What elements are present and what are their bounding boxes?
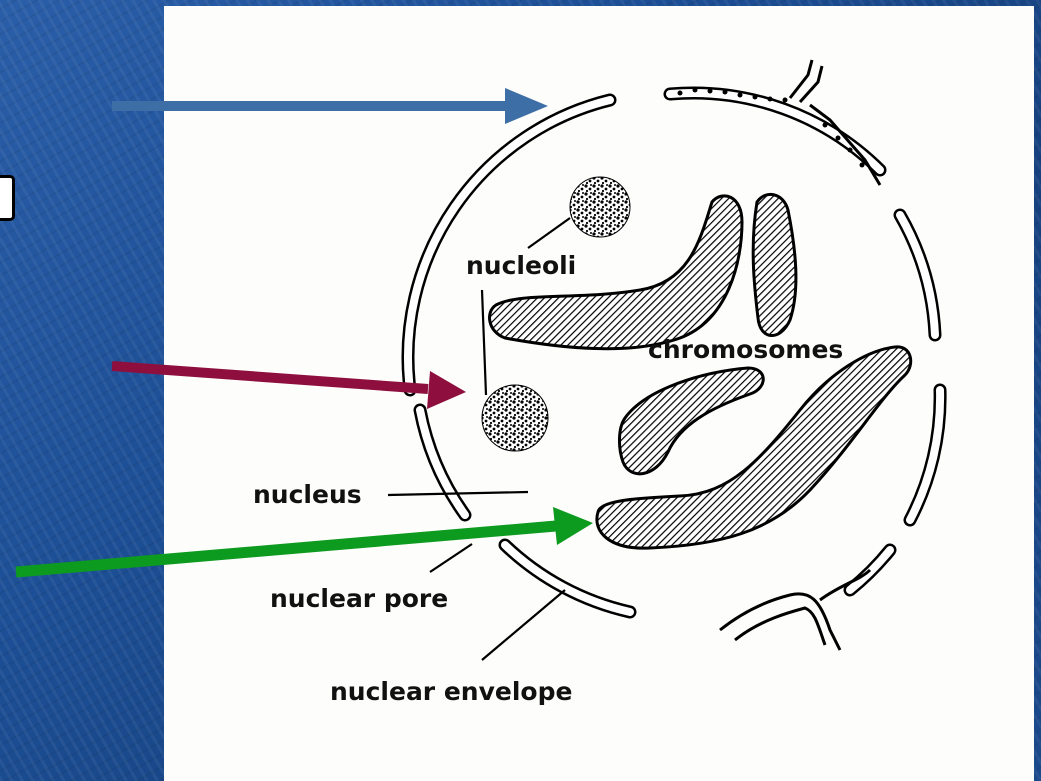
nucleolus-lower <box>482 385 548 451</box>
blue-arrow <box>112 88 548 124</box>
label-nuclear-envelope: nuclear envelope <box>330 677 572 706</box>
label-nucleoli: nucleoli <box>466 251 576 280</box>
nucleolus-upper <box>570 177 630 237</box>
label-chromosomes: chromosomes <box>648 335 843 364</box>
label-nucleus: nucleus <box>253 480 362 509</box>
label-nuclear-pore: nuclear pore <box>270 584 448 613</box>
chromosomes <box>490 194 911 548</box>
